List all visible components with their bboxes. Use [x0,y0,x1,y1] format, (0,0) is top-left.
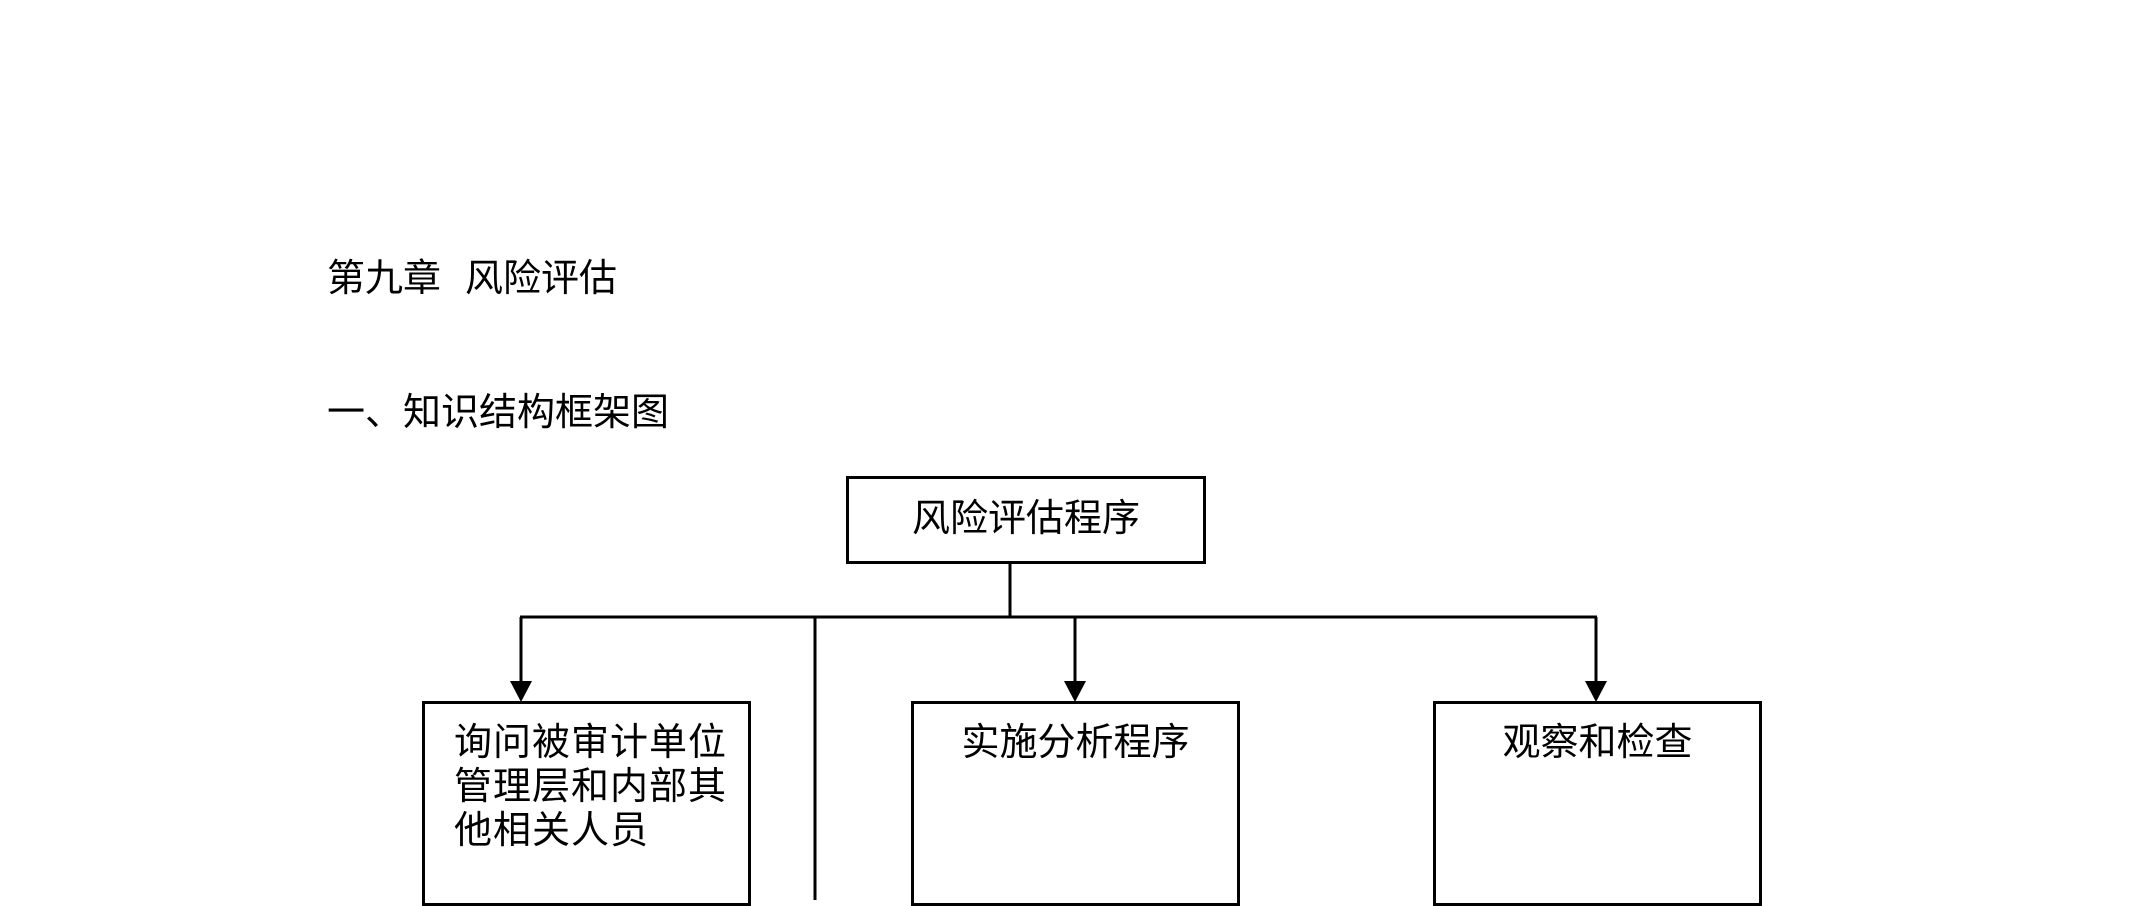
root-node-risk-assessment-procedures: 风险评估程序 [846,476,1206,564]
child-node-inquiry-line-2: 管理层和内部其 [454,764,728,808]
chapter-title: 第九章风险评估 [327,254,617,302]
child-node-observe-label: 观察和检查 [1502,720,1693,764]
section-title: 一、知识结构框架图 [327,390,670,434]
chapter-name: 风险评估 [465,256,618,300]
arrowhead-analysis [1064,681,1086,702]
root-node-label: 风险评估程序 [911,496,1140,540]
child-node-inquiry-line-3: 他相关人员 [454,808,650,852]
chapter-number: 第九章 [327,256,442,300]
child-node-inquiry-line-1: 询问被审计单位 [454,720,728,764]
child-node-analysis-label: 实施分析程序 [961,720,1190,764]
child-node-inquiry: 询问被审计单位 管理层和内部其 他相关人员 [422,701,751,906]
child-node-observation-inspection: 观察和检查 [1433,701,1762,906]
arrowhead-inquire [510,681,532,702]
child-node-analytical-procedures: 实施分析程序 [911,701,1240,906]
arrowhead-observe [1585,681,1607,702]
